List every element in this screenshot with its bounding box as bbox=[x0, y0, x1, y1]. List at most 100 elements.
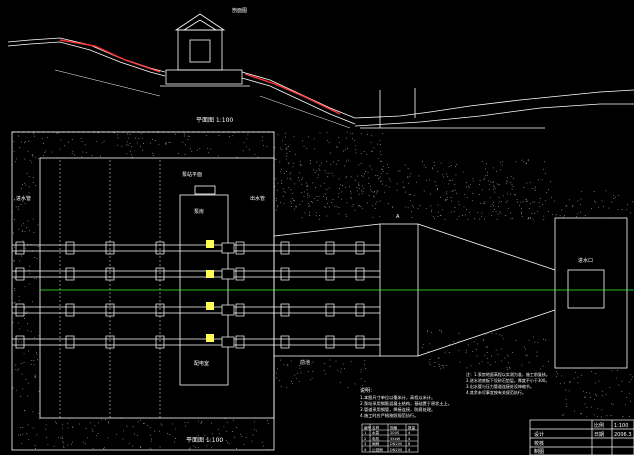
hatch-dot bbox=[491, 214, 492, 216]
hatch-dot bbox=[465, 349, 467, 351]
hatch-dot bbox=[331, 202, 333, 203]
hatch-dot bbox=[362, 190, 364, 192]
hatch-dot bbox=[503, 338, 505, 340]
hatch-dot bbox=[18, 434, 20, 436]
hatch-dot bbox=[142, 137, 144, 139]
hatch-dot bbox=[499, 169, 501, 171]
hatch-dot bbox=[360, 378, 362, 380]
hatch-dot bbox=[549, 181, 551, 183]
hatch-dot bbox=[28, 199, 30, 201]
hatch-dot bbox=[429, 179, 431, 181]
hatch-dot bbox=[300, 191, 302, 193]
hatch-dot bbox=[536, 355, 538, 357]
hatch-dot bbox=[312, 201, 313, 203]
hatch-dot bbox=[350, 360, 352, 362]
hatch-dot bbox=[175, 133, 176, 135]
hatch-dot bbox=[294, 183, 296, 185]
hatch-dot bbox=[618, 195, 620, 197]
hatch-dot bbox=[236, 448, 238, 449]
hatch-dot bbox=[526, 355, 528, 357]
hatch-dot bbox=[345, 186, 347, 188]
hatch-dot bbox=[268, 449, 270, 450]
hatch-dot bbox=[593, 191, 595, 192]
hatch-dot bbox=[501, 348, 503, 350]
hatch-dot bbox=[444, 219, 446, 220]
elevation-profile bbox=[7, 13, 634, 129]
hatch-dot bbox=[456, 164, 458, 166]
hatch-dot bbox=[485, 175, 487, 177]
hatch-dot bbox=[521, 159, 523, 161]
hatch-dot bbox=[71, 153, 73, 155]
table-cell: 4 bbox=[408, 431, 411, 435]
hatch-dot bbox=[153, 155, 154, 157]
hatch-dot bbox=[601, 390, 603, 392]
hatch-dot bbox=[232, 419, 234, 421]
table-cell: DN200 bbox=[390, 442, 403, 446]
hatch-dot bbox=[490, 181, 492, 183]
hatch-dot bbox=[598, 367, 600, 369]
hatch-dot bbox=[533, 336, 534, 338]
hatch-dot bbox=[454, 189, 456, 191]
hatch-dot bbox=[169, 434, 171, 435]
hatch-dot bbox=[346, 215, 348, 217]
hatch-dot bbox=[523, 161, 525, 163]
hatch-dot bbox=[13, 198, 15, 200]
hatch-dot bbox=[422, 343, 424, 345]
hatch-dot bbox=[621, 380, 623, 382]
hatch-dot bbox=[448, 165, 450, 167]
hatch-dot bbox=[520, 201, 522, 203]
hatch-dot bbox=[565, 405, 567, 407]
hatch-dot bbox=[298, 380, 300, 382]
hatch-dot bbox=[407, 176, 409, 178]
hatch-dot bbox=[15, 161, 17, 163]
hatch-dot bbox=[392, 206, 394, 208]
hatch-dot bbox=[369, 165, 371, 167]
hatch-dot bbox=[280, 170, 282, 172]
hatch-dot bbox=[12, 387, 14, 389]
hatch-dot bbox=[28, 439, 29, 441]
hatch-dot bbox=[370, 141, 372, 143]
hatch-dot bbox=[225, 439, 227, 441]
pump-marks bbox=[206, 240, 214, 342]
hatch-dot bbox=[550, 196, 552, 198]
hatch-dot bbox=[434, 181, 436, 183]
hatch-dot bbox=[185, 425, 187, 427]
hatch-dot bbox=[563, 413, 565, 415]
hatch-dot bbox=[501, 360, 503, 362]
hatch-dot bbox=[443, 367, 445, 369]
hatch-dot bbox=[325, 198, 327, 200]
hatch-dot bbox=[577, 213, 579, 215]
hatch-dot bbox=[574, 371, 576, 373]
hatch-dot bbox=[497, 206, 499, 208]
hatch-dot bbox=[38, 335, 40, 337]
hatch-dot bbox=[38, 246, 40, 248]
hatch-dot bbox=[355, 152, 357, 154]
hatch-dot bbox=[60, 437, 62, 439]
hatch-dot bbox=[128, 137, 130, 139]
hatch-dot bbox=[323, 196, 325, 197]
roof-truss-1 bbox=[183, 19, 201, 31]
hatch-dot bbox=[80, 137, 82, 139]
hatch-dot bbox=[598, 380, 600, 382]
hatch-dot bbox=[608, 207, 610, 209]
pipe-network bbox=[12, 160, 380, 418]
table-cell: 4 bbox=[408, 437, 411, 441]
hatch-dot bbox=[528, 217, 529, 219]
hatch-dot bbox=[437, 215, 439, 217]
hatch-dot bbox=[169, 141, 171, 143]
hatch-dot bbox=[21, 188, 22, 190]
hatch-dot bbox=[22, 183, 24, 185]
hatch-dot bbox=[605, 190, 607, 192]
hatch-dot bbox=[612, 195, 614, 197]
table-cell: 闸阀 bbox=[372, 441, 380, 446]
hatch-dot bbox=[61, 437, 63, 439]
hatch-dot bbox=[74, 154, 75, 156]
hatch-dot bbox=[529, 208, 531, 210]
hatch-dot bbox=[386, 163, 388, 165]
hatch-dot bbox=[434, 362, 436, 364]
plan-label-top: 平面图 1:100 bbox=[196, 117, 233, 124]
hatch-dot bbox=[298, 177, 299, 179]
hatch-dot bbox=[334, 206, 336, 208]
hatch-dot bbox=[45, 424, 47, 426]
